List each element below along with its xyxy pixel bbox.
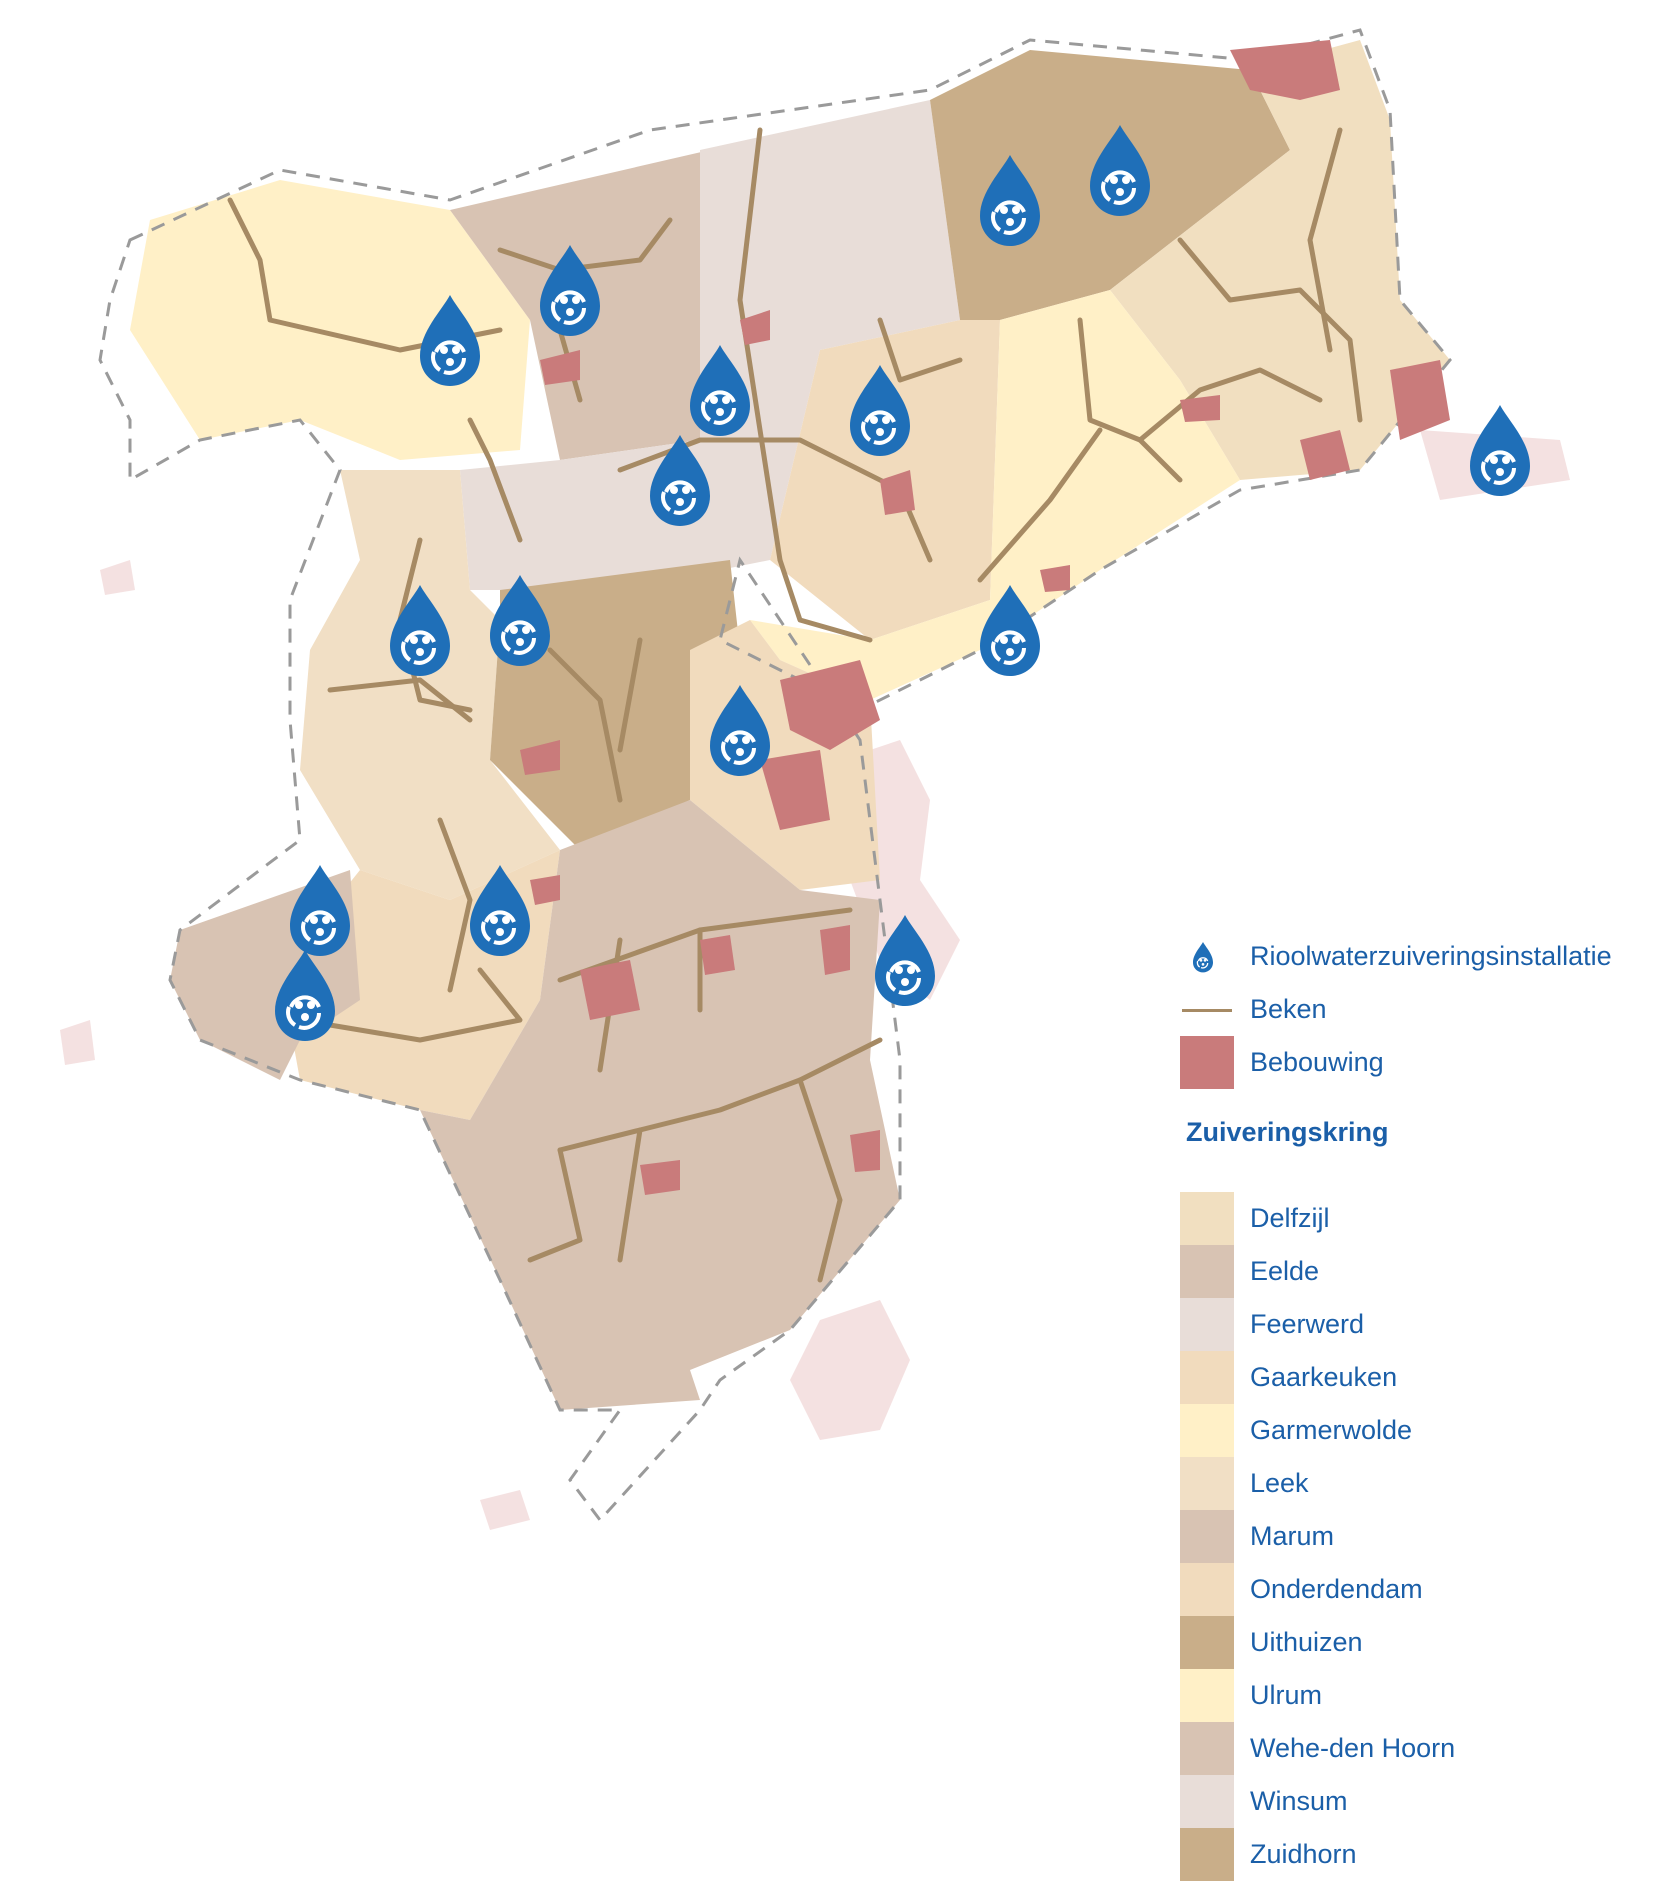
legend-class-label: Zuidhorn	[1250, 1839, 1357, 1869]
class-swatch	[1180, 1722, 1234, 1775]
class-swatch	[1180, 1828, 1234, 1881]
region-ulrum	[130, 180, 530, 460]
class-swatch	[1180, 1563, 1234, 1616]
legend-class-label: Delfzijl	[1250, 1203, 1330, 1233]
legend-label-stream: Beken	[1250, 994, 1327, 1024]
legend-label-plant: Rioolwaterzuiveringsinstallatie	[1250, 941, 1612, 971]
legend-class-label: Onderdendam	[1250, 1574, 1423, 1604]
legend-item-built: Bebouwing	[1180, 1036, 1650, 1089]
region-zuidhorn	[490, 560, 740, 850]
class-swatch	[1180, 1616, 1234, 1669]
legend-class-label: Garmerwolde	[1250, 1415, 1413, 1445]
class-swatch	[1180, 1298, 1234, 1351]
legend-class-item: Delfzijl	[1180, 1192, 1650, 1245]
legend-class-item: Leek	[1180, 1457, 1650, 1510]
legend-class-label: Wehe-den Hoorn	[1250, 1733, 1456, 1763]
class-swatch	[1180, 1351, 1234, 1404]
legend-class-item: Onderdendam	[1180, 1563, 1650, 1616]
class-swatch	[1180, 1457, 1234, 1510]
legend-class-item: Garmerwolde	[1180, 1404, 1650, 1457]
legend-class-item: Gaarkeuken	[1180, 1351, 1650, 1404]
legend-class-item: Eelde	[1180, 1245, 1650, 1298]
legend-class-item: Zuidhorn	[1180, 1828, 1650, 1881]
legend-item-stream: Beken	[1180, 983, 1650, 1036]
legend-class-item: Ulrum	[1180, 1669, 1650, 1722]
built-areas	[520, 40, 1450, 1195]
region-garmerwolde	[750, 290, 1240, 700]
legend-class-label: Leek	[1250, 1468, 1309, 1498]
legend-class-item: Marum	[1180, 1510, 1650, 1563]
legend-title: Zuiveringskring	[1186, 1117, 1389, 1147]
stream-line-icon	[1180, 984, 1234, 1036]
legend-class-item: Winsum	[1180, 1775, 1650, 1828]
legend-class-label: Marum	[1250, 1521, 1335, 1551]
class-swatch	[1180, 1775, 1234, 1828]
legend-class-label: Gaarkeuken	[1250, 1362, 1398, 1392]
legend-class-label: Feerwerd	[1250, 1309, 1365, 1339]
legend-label-built: Bebouwing	[1250, 1047, 1384, 1077]
wastewater-plant-drop-icon	[1180, 931, 1234, 983]
class-swatch	[1180, 1510, 1234, 1563]
legend-class-item: Uithuizen	[1180, 1616, 1650, 1669]
streams	[227, 127, 1363, 1283]
legend-item-plant: Rioolwaterzuiveringsinstallatie	[1180, 930, 1650, 983]
class-swatch	[1180, 1669, 1234, 1722]
legend-class-item: Wehe-den Hoorn	[1180, 1722, 1650, 1775]
built-area-swatch	[1180, 1036, 1234, 1089]
legend-class-item: Feerwerd	[1180, 1298, 1650, 1351]
legend-class-label: Winsum	[1250, 1786, 1348, 1816]
legend-class-label: Ulrum	[1250, 1680, 1322, 1710]
class-swatch	[1180, 1192, 1234, 1245]
legend-class-label: Uithuizen	[1250, 1627, 1363, 1657]
map-legend: Rioolwaterzuiveringsinstallatie Beken Be…	[1180, 930, 1650, 1881]
class-swatch	[1180, 1404, 1234, 1457]
class-swatch	[1180, 1245, 1234, 1298]
region-delfzijl	[1110, 40, 1450, 480]
region-winsum	[460, 100, 960, 590]
legend-class-label: Eelde	[1250, 1256, 1320, 1286]
